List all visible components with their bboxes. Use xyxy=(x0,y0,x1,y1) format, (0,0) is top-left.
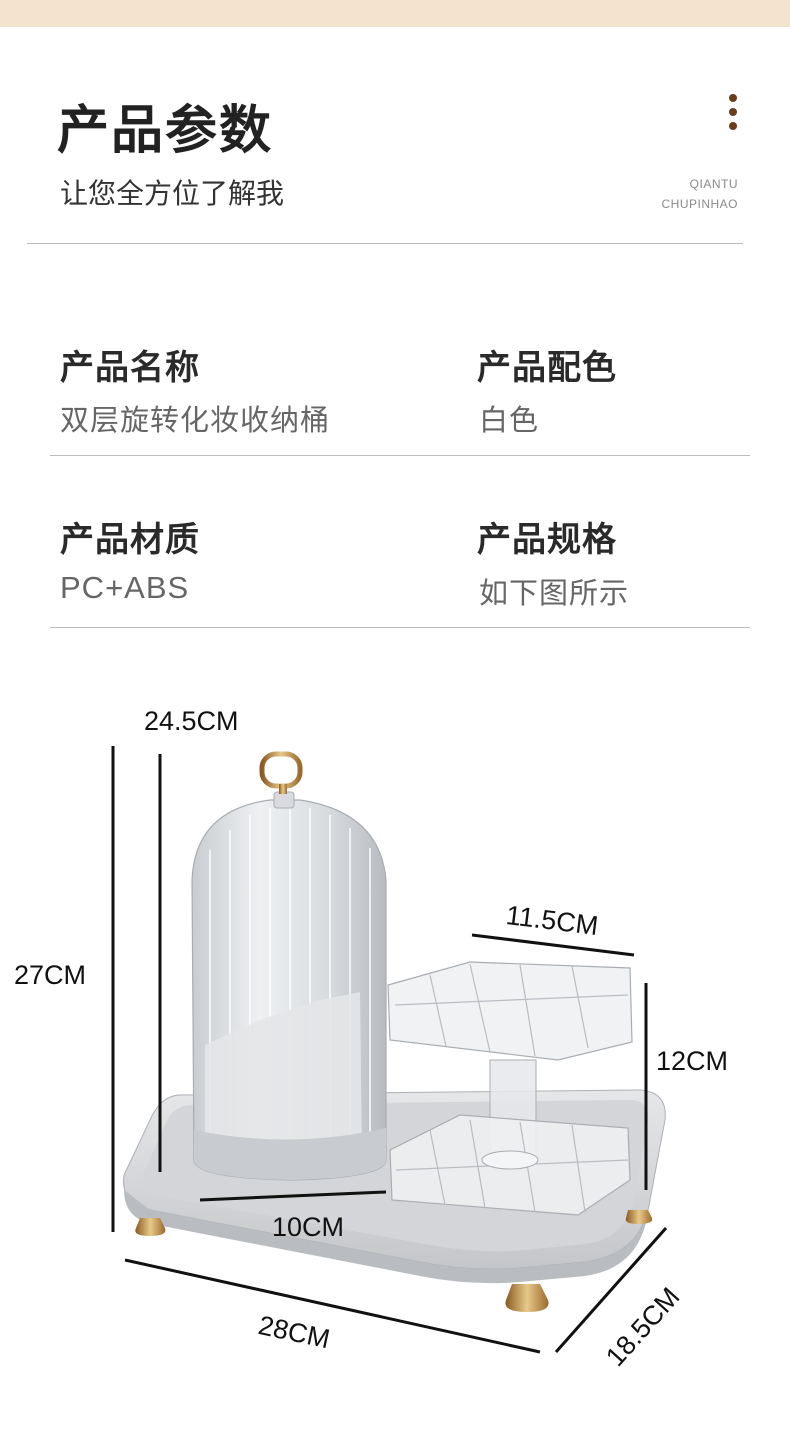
spec-divider-2 xyxy=(50,627,750,628)
spec-label-color: 产品配色 xyxy=(477,348,617,388)
brand-line-2: CHUPINHAO xyxy=(661,197,738,211)
dim-tray-height: 12CM xyxy=(656,1046,729,1076)
page-title: 产品参数 xyxy=(57,101,274,161)
spec-value-size: 如下图所示 xyxy=(479,576,630,610)
top-color-band xyxy=(0,0,790,27)
spec-label-material: 产品材质 xyxy=(60,520,200,560)
spec-label-size: 产品规格 xyxy=(477,520,617,560)
brand-text: QIANTU CHUPINHAO xyxy=(661,174,738,214)
gold-feet xyxy=(135,1210,653,1312)
brand-line-1: QIANTU xyxy=(689,177,738,191)
spec-label-name: 产品名称 xyxy=(60,348,200,388)
spec-value-name: 双层旋转化妆收纳桶 xyxy=(60,403,331,437)
dim-bucket-diameter: 10CM xyxy=(272,1212,345,1242)
dimension-lines xyxy=(111,746,668,1354)
dim-inner-height: 24.5CM xyxy=(144,706,239,736)
more-dots-icon xyxy=(727,94,739,136)
header-divider xyxy=(27,243,743,244)
spec-divider-1 xyxy=(50,455,750,456)
page-subtitle: 让您全方位了解我 xyxy=(60,177,285,210)
dim-total-height: 27CM xyxy=(14,960,87,990)
spec-value-color: 白色 xyxy=(479,403,540,437)
spec-value-material: PC+ABS xyxy=(60,570,190,605)
lower-tray xyxy=(389,1114,631,1216)
product-illustration xyxy=(111,746,668,1354)
dome-bucket xyxy=(191,751,387,1181)
